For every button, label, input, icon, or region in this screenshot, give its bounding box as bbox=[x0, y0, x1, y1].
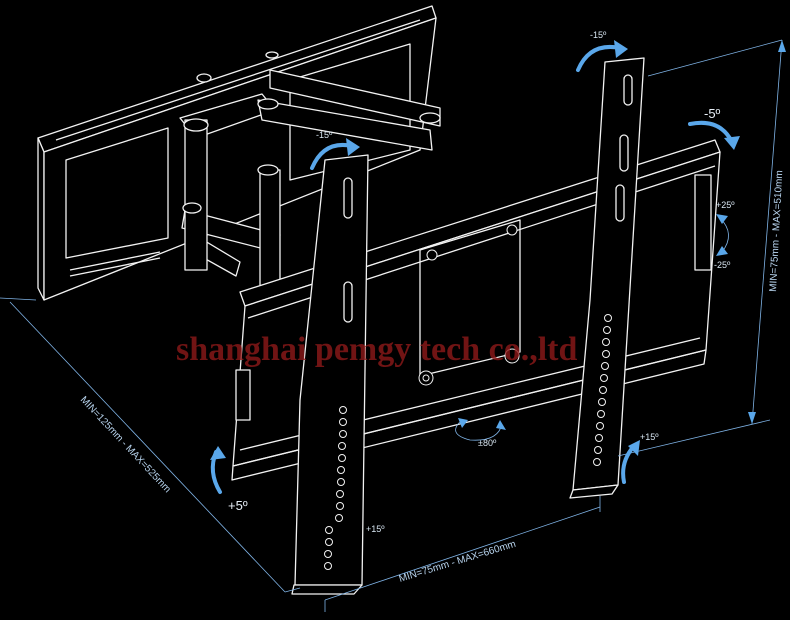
height-dimension bbox=[617, 39, 786, 457]
width-dimension bbox=[324, 496, 601, 612]
watermark: shanghai pemgy tech co.,ltd bbox=[176, 331, 578, 368]
rotation-arrows bbox=[210, 40, 740, 494]
width-dimension-label: MIN=75mm - MAX=660mm bbox=[398, 539, 518, 585]
tilt-down-label: -25º bbox=[714, 260, 731, 270]
right-bracket bbox=[569, 57, 645, 499]
swivel-label: ±80º bbox=[478, 438, 497, 448]
depth-dimension-label: MIN=125mm - MAX=525mm bbox=[78, 395, 173, 496]
tilt-bottom-center-label: +15º bbox=[366, 524, 385, 534]
tilt-bottom-left-label: +5º bbox=[228, 498, 248, 513]
depth-dimension bbox=[0, 297, 301, 593]
tilt-top-label: -15º bbox=[590, 30, 607, 40]
swing-arms bbox=[179, 51, 441, 301]
arm-swivel-label: -15º bbox=[316, 130, 333, 140]
tilt-up-label: +25º bbox=[716, 200, 735, 210]
tilt-bottom-right-label: +15º bbox=[640, 432, 659, 442]
left-bracket bbox=[291, 154, 369, 595]
tilt-left-label: -5º bbox=[704, 106, 721, 121]
